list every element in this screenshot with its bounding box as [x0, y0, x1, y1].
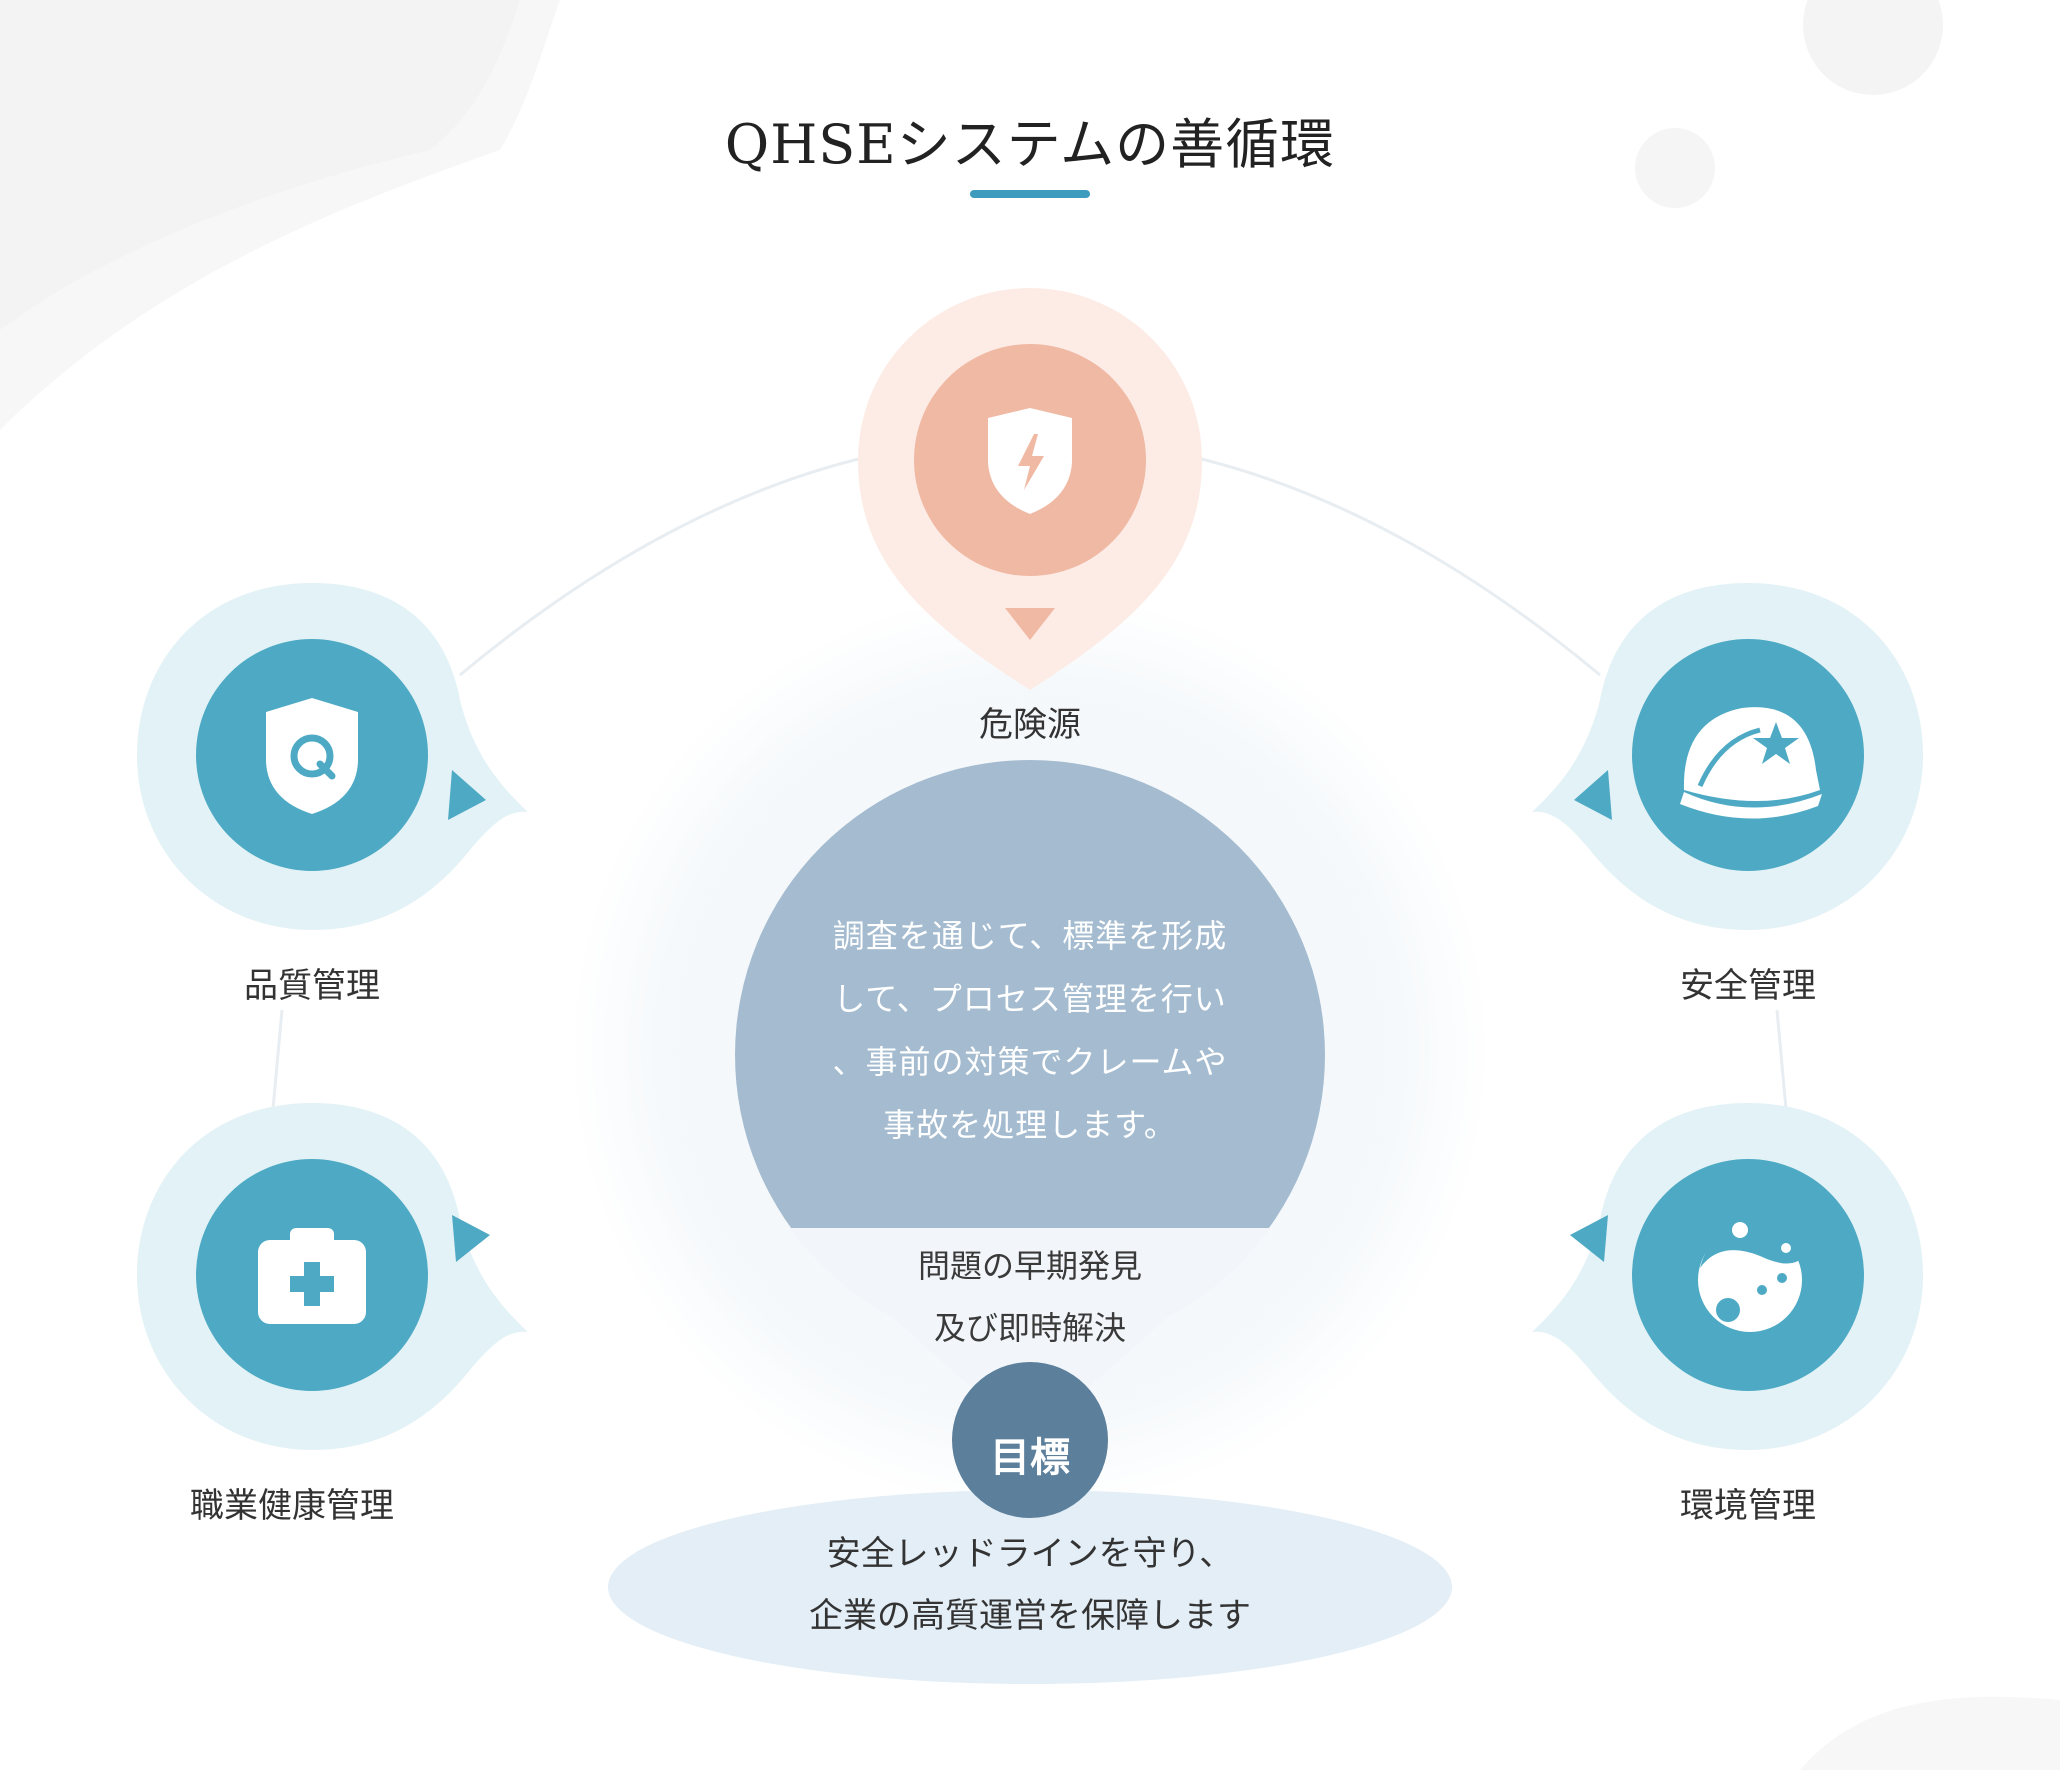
- subtext-line: 問題の早期発見: [917, 1247, 1142, 1285]
- health-node: [137, 1103, 528, 1450]
- center-subtext: 問題の早期発見 及び即時解決: [780, 1235, 1280, 1359]
- left-connector: [270, 1009, 284, 1121]
- target-circle: [952, 1362, 1108, 1518]
- center-circle: [735, 760, 1325, 1440]
- safety-node: [1532, 583, 1923, 930]
- hazard-node: [858, 288, 1202, 690]
- center-description: 調査を通じて、標準を形成 して、プロセス管理を行い 、事前の対策でクレームや 事…: [760, 905, 1300, 1157]
- description-line: して、プロセス管理を行い: [833, 980, 1227, 1018]
- title-underline: [970, 190, 1090, 198]
- right-connector: [1775, 1009, 1789, 1121]
- goal-line: 企業の高質運営を保障します: [809, 1596, 1251, 1636]
- goal-ellipse: [608, 1490, 1452, 1684]
- health-label: 職業健康管理: [190, 1486, 394, 1526]
- description-line: 調査を通じて、標準を形成: [832, 917, 1228, 955]
- planet-icon: [1698, 1222, 1802, 1332]
- quality-node: [137, 583, 528, 930]
- first-aid-kit-icon: [258, 1228, 366, 1324]
- shield-bolt-icon: [988, 408, 1072, 514]
- description-line: 、事前の対策でクレームや: [832, 1043, 1228, 1081]
- target-label: 目標: [990, 1435, 1070, 1481]
- subtext-line: 及び即時解決: [933, 1309, 1126, 1347]
- safety-label: 安全管理: [1680, 966, 1816, 1006]
- description-line: 事故を処理します。: [883, 1106, 1177, 1144]
- goal-line: 安全レッドラインを守り、: [826, 1534, 1234, 1574]
- goal-text: 安全レッドラインを守り、 企業の高質運営を保障します: [640, 1523, 1420, 1647]
- shield-q-icon: [266, 698, 358, 814]
- quality-label: 品質管理: [244, 966, 380, 1006]
- hazard-label: 危険源: [979, 705, 1081, 745]
- environment-node: [1532, 1103, 1923, 1450]
- hard-hat-icon: [1680, 707, 1822, 819]
- environment-label: 環境管理: [1680, 1486, 1816, 1526]
- page-title: QHSEシステムの善循環: [724, 113, 1336, 176]
